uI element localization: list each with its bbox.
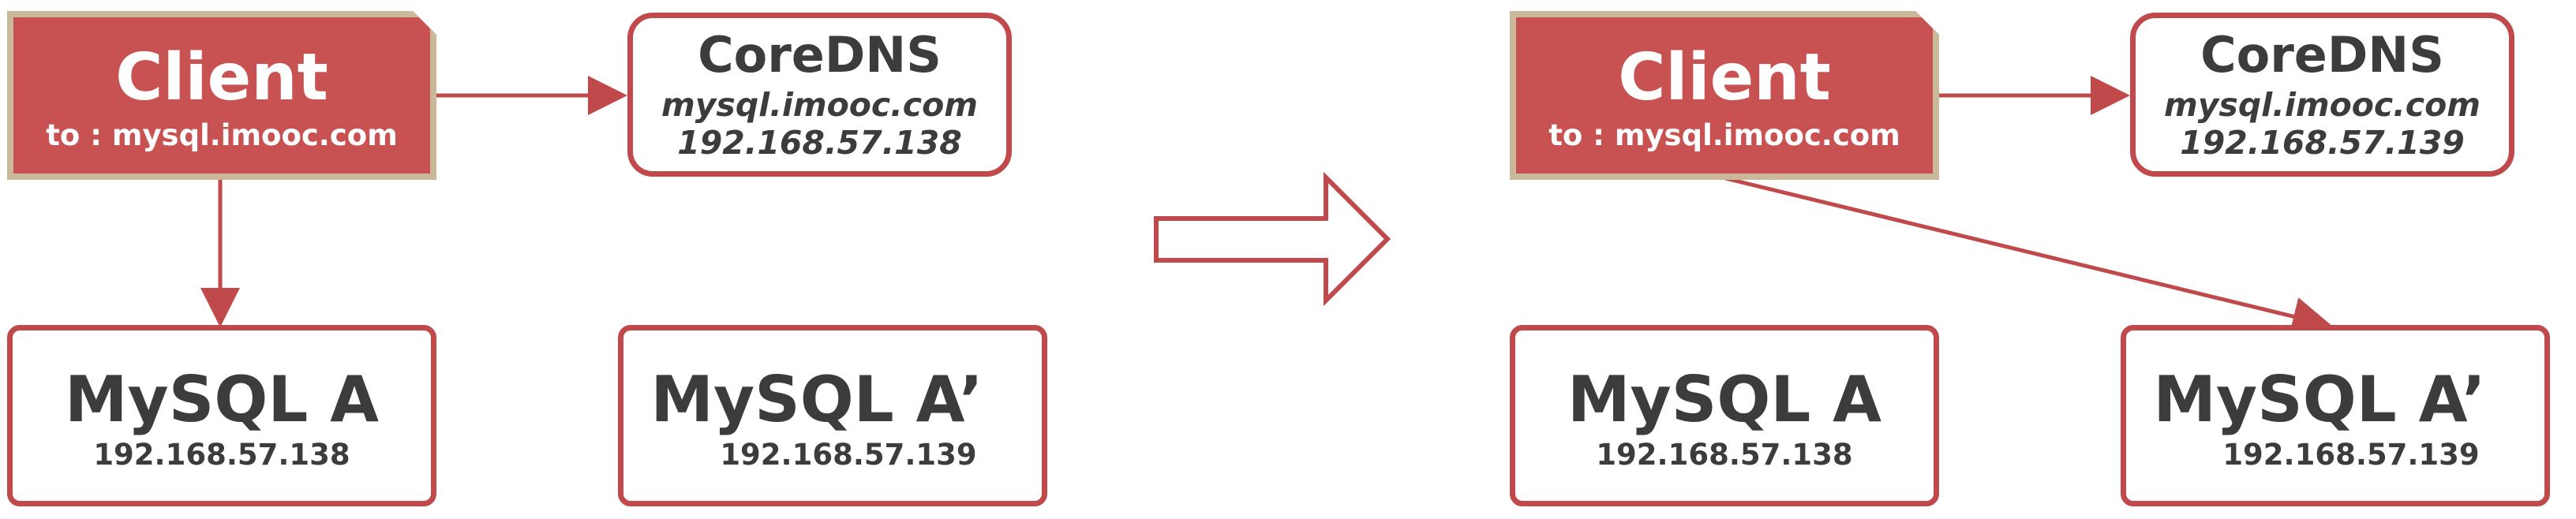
client-box: Client to : mysql.imooc.com bbox=[1510, 11, 1939, 180]
mysql-a-title: MySQL A bbox=[1567, 363, 1882, 436]
mysql-a-box: MySQL A 192.168.57.138 bbox=[1510, 325, 1939, 506]
coredns-ip: 192.168.57.138 bbox=[677, 124, 962, 162]
mysql-a-box: MySQL A 192.168.57.138 bbox=[7, 325, 436, 506]
mysql-a-prime-ip: 192.168.57.139 bbox=[2222, 438, 2480, 472]
coredns-domain: mysql.imooc.com bbox=[2163, 86, 2481, 124]
coredns-box: CoreDNS mysql.imooc.com 192.168.57.139 bbox=[2130, 13, 2514, 177]
client-box: Client to : mysql.imooc.com bbox=[7, 11, 436, 180]
mysql-a-prime-box: MySQL A’ 192.168.57.139 bbox=[2121, 325, 2550, 506]
mysql-a-prime-title: MySQL A’ bbox=[2153, 363, 2486, 436]
client-title: Client bbox=[115, 40, 328, 115]
client-title: Client bbox=[1618, 40, 1831, 115]
mysql-a-prime-ip: 192.168.57.139 bbox=[720, 438, 977, 472]
coredns-domain: mysql.imooc.com bbox=[661, 86, 978, 124]
transition-arrow bbox=[1154, 171, 1391, 307]
coredns-box: CoreDNS mysql.imooc.com 192.168.57.138 bbox=[627, 13, 1012, 177]
mysql-a-title: MySQL A bbox=[64, 363, 380, 436]
client-target: to : mysql.imooc.com bbox=[46, 118, 398, 152]
mysql-a-ip: 192.168.57.138 bbox=[93, 438, 350, 472]
coredns-title: CoreDNS bbox=[698, 26, 942, 84]
coredns-title: CoreDNS bbox=[2200, 26, 2444, 84]
mysql-a-prime-box: MySQL A’ 192.168.57.139 bbox=[618, 325, 1047, 506]
mysql-a-prime-title: MySQL A’ bbox=[650, 363, 983, 436]
client-target: to : mysql.imooc.com bbox=[1548, 118, 1900, 152]
coredns-ip: 192.168.57.139 bbox=[2180, 124, 2465, 162]
mysql-a-ip: 192.168.57.138 bbox=[1596, 438, 1853, 472]
client-to-mysql-a-prime-arrow bbox=[1724, 176, 2332, 336]
